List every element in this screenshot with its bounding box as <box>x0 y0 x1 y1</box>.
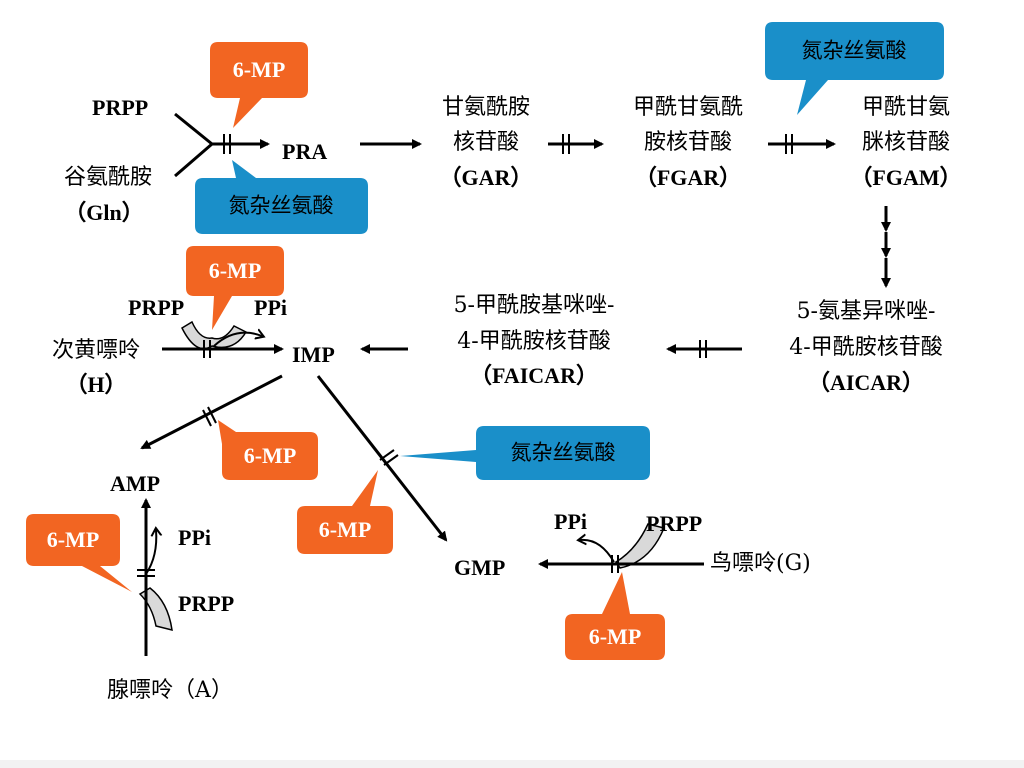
pra-label: PRA <box>282 139 328 164</box>
callout-aza-2 <box>195 160 368 234</box>
aicar-abbr: （AICAR） <box>807 370 925 395</box>
6mp-label-3: 6-MP <box>243 443 297 468</box>
fgar-label-2: 胺核苷酸 <box>643 130 733 155</box>
callout-6mp-4 <box>297 470 393 554</box>
slide-footer-strip <box>0 760 1024 768</box>
aicar-to-faicar-arrow <box>666 340 742 358</box>
gar-label-2: 核苷酸 <box>452 130 520 155</box>
callout-6mp-6 <box>565 572 665 660</box>
aicar-label-2: 4-甲酰胺核苷酸 <box>789 335 943 360</box>
guanine-label: 鸟嘌呤(G) <box>710 551 811 576</box>
adenine-label: 腺嘌呤（A） <box>107 678 233 703</box>
ppi-g-label: PPi <box>554 509 587 534</box>
fgam-label-2: 脒核苷酸 <box>861 130 951 155</box>
fgar-label-1: 甲酰甘氨酰 <box>632 95 744 120</box>
hypoxanthine-label: 次黄嘌呤 <box>51 338 141 363</box>
guanine-to-gmp-arrow <box>538 523 704 573</box>
6mp-label-2: 6-MP <box>208 258 262 283</box>
adenine-to-amp-arrow <box>137 498 173 656</box>
gar-label-1: 甘氨酰胺 <box>441 95 531 120</box>
faicar-label-2: 4-甲酰胺核苷酸 <box>457 329 611 354</box>
ppi-a-label: PPi <box>178 525 211 550</box>
gar-abbr: （GAR） <box>439 165 533 190</box>
fgam-abbr: （FGAM） <box>850 165 962 190</box>
gar-to-fgar-arrow <box>548 134 604 154</box>
fgar-to-fgam-arrow <box>768 134 836 154</box>
aicar-label-1: 5-氨基异咪唑- <box>796 299 936 324</box>
prpp-gln-to-pra-arrow <box>174 112 270 178</box>
callout-6mp-5 <box>26 514 132 592</box>
callout-aza-1 <box>765 22 944 115</box>
fgar-abbr: （FGAR） <box>634 165 742 190</box>
callout-6mp-3 <box>218 420 318 480</box>
6mp-label-1: 6-MP <box>232 57 286 82</box>
prpp-label: PRPP <box>92 95 149 120</box>
imp-to-gmp-arrow <box>316 375 448 542</box>
hypoxanthine-to-imp-arrow <box>162 320 284 358</box>
6mp-label-5: 6-MP <box>46 527 100 552</box>
6mp-label-6: 6-MP <box>588 624 642 649</box>
callout-6mp-2 <box>186 246 284 330</box>
glutamine-label: 谷氨酰胺 <box>63 165 153 190</box>
imp-to-amp-arrow <box>140 374 283 450</box>
prpp-a-label: PRPP <box>178 591 235 616</box>
azaserine-label-2: 氮杂丝氨酸 <box>228 193 334 218</box>
hypoxanthine-abbr: （H） <box>65 372 127 397</box>
callout-6mp-1 <box>210 42 308 128</box>
prpp-g-label: PRPP <box>646 511 703 536</box>
azaserine-label-1: 氮杂丝氨酸 <box>801 38 907 63</box>
azaserine-label-3: 氮杂丝氨酸 <box>510 440 616 465</box>
gmp-label: GMP <box>454 555 506 580</box>
faicar-label-1: 5-甲酰胺基咪唑- <box>453 293 615 318</box>
6mp-label-4: 6-MP <box>318 517 372 542</box>
glutamine-abbr: （Gln） <box>64 200 144 225</box>
ppi-h-label: PPi <box>254 295 287 320</box>
prpp-h-label: PRPP <box>128 295 185 320</box>
faicar-abbr: （FAICAR） <box>470 363 598 388</box>
callout-aza-3 <box>400 426 650 480</box>
fgam-label-1: 甲酰甘氨 <box>861 95 951 120</box>
imp-label: IMP <box>292 342 335 367</box>
amp-label: AMP <box>110 471 161 496</box>
